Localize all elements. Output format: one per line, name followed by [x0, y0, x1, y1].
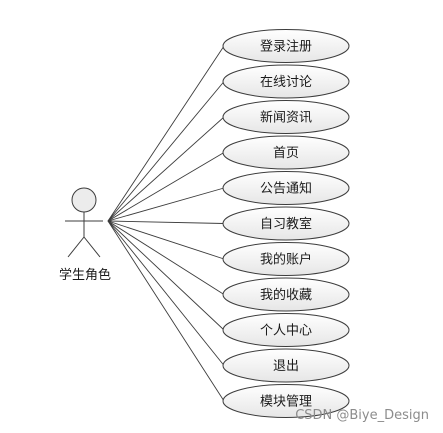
- association-line-news: [107, 116, 225, 222]
- use-case-personal-center: 个人中心: [222, 313, 350, 347]
- use-case-label: 公告通知: [260, 181, 312, 197]
- use-case-news: 新闻资讯: [222, 100, 350, 134]
- use-case-ellipse: [222, 242, 350, 276]
- watermark: CSDN @Biye_Design: [295, 408, 429, 423]
- use-case-study-room: 自习教室: [222, 206, 350, 241]
- use-case-logout: 退出: [222, 348, 350, 383]
- actor-label: 学生角色: [59, 267, 111, 283]
- actor-right-leg: [83, 236, 101, 258]
- use-case-my-favorites: 我的收藏: [222, 277, 350, 312]
- use-case-login-register: 登录注册: [222, 29, 350, 63]
- association-line-online-discussion: [107, 81, 225, 222]
- use-case-ellipse: [222, 135, 350, 170]
- use-case-ellipse: [222, 206, 350, 241]
- actor-student: 学生角色: [59, 187, 111, 283]
- actor-head: [71, 187, 97, 213]
- use-case-ellipse: [222, 313, 350, 347]
- use-case-label: 自习教室: [260, 216, 312, 232]
- association-line-announcement: [107, 187, 225, 222]
- use-case-ellipse: [222, 384, 350, 418]
- use-case-module-management: 模块管理: [222, 384, 350, 418]
- association-line-study-room: [107, 220, 225, 224]
- use-case-label: 退出: [273, 359, 299, 374]
- association-line-my-account: [107, 220, 225, 260]
- use-case-ellipse: [222, 100, 350, 134]
- use-case-ellipse: [222, 64, 350, 99]
- use-case-ellipse: [222, 277, 350, 312]
- association-line-login-register: [107, 45, 225, 222]
- use-case-announcement: 公告通知: [222, 171, 350, 205]
- association-line-logout: [107, 220, 225, 366]
- use-case-ellipse: [222, 171, 350, 205]
- use-case-label: 首页: [273, 146, 299, 161]
- association-line-module-management: [107, 220, 225, 402]
- use-case-my-account: 我的账户: [222, 242, 350, 276]
- association-line-personal-center: [107, 220, 225, 331]
- use-case-label: 登录注册: [260, 40, 312, 55]
- actor-left-leg: [67, 236, 85, 258]
- use-case-label: 新闻资讯: [260, 110, 312, 126]
- use-case-home: 首页: [222, 135, 350, 170]
- association-line-home: [107, 152, 225, 222]
- use-case-label: 我的收藏: [260, 287, 312, 303]
- association-line-my-favorites: [107, 220, 225, 295]
- association-lines: [107, 45, 225, 402]
- use-case-ellipse: [222, 29, 350, 63]
- use-case-label: 模块管理: [260, 395, 312, 410]
- use-case-label: 我的账户: [260, 252, 312, 268]
- use-case-label: 个人中心: [260, 324, 312, 339]
- use-case-label: 在线讨论: [260, 75, 312, 90]
- use-case-online-discussion: 在线讨论: [222, 64, 350, 99]
- use-case-ellipse: [222, 348, 350, 383]
